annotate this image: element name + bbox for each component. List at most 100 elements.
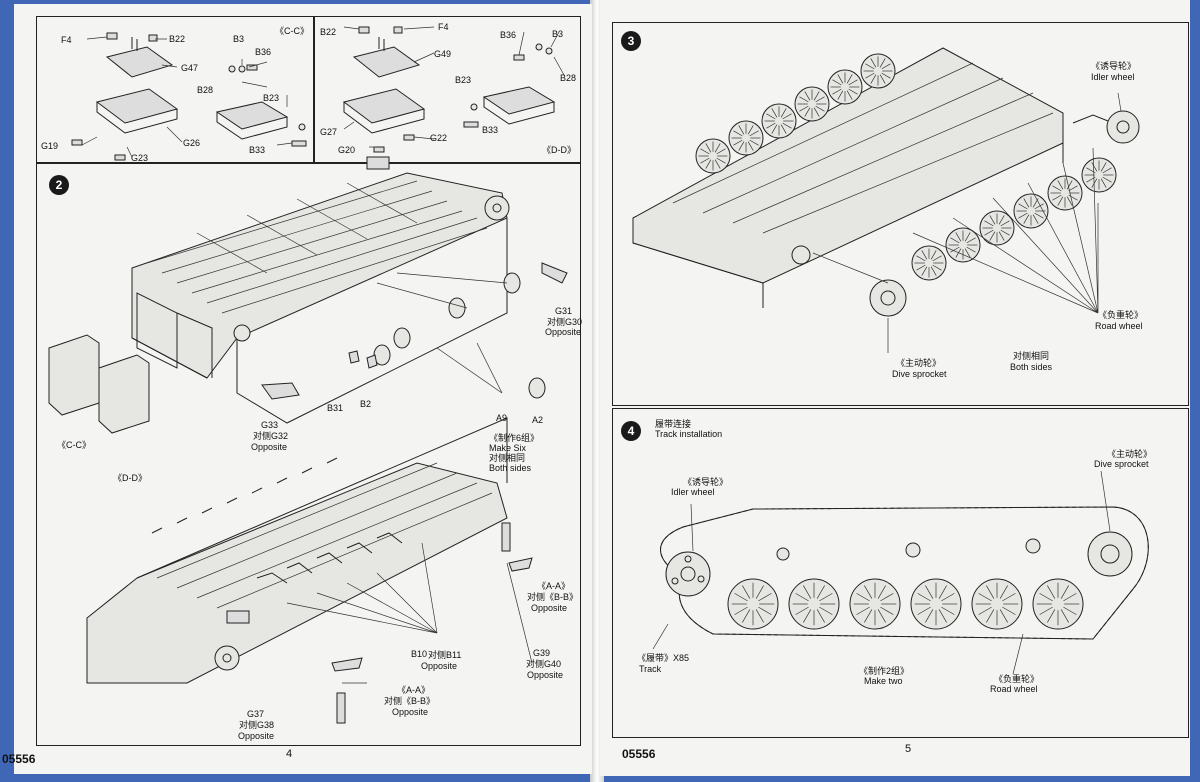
track-road-wheel-spoke	[986, 585, 995, 599]
upper-road-wheel-spoke	[749, 139, 759, 146]
lower-road-wheel-spoke	[1023, 198, 1030, 208]
lower-road-wheel	[979, 210, 1015, 246]
label-section-dd-step2: 《D-D》	[113, 473, 147, 483]
lower-road-wheel-spoke	[1018, 203, 1028, 210]
dd-assembly-drawing	[342, 26, 565, 153]
label-make-two-en: Make two	[864, 676, 903, 686]
upper-road-wheel-spoke	[870, 58, 877, 68]
kit-code-left: 05556	[2, 752, 36, 766]
upper-road-wheel-spoke	[780, 108, 787, 118]
lower-road-wheel-spoke	[950, 237, 960, 244]
label-f4-dd: F4	[438, 22, 449, 32]
label-b36-dd: B36	[500, 30, 517, 40]
track-road-wheel	[849, 578, 901, 630]
track-road-wheel-spoke	[742, 585, 751, 599]
label-b28-dd: B28	[560, 73, 577, 83]
upper-road-wheel-spoke	[771, 124, 778, 134]
label-g31-opposite: 对侧G30	[547, 317, 583, 327]
upper-road-wheel-spoke	[815, 96, 825, 103]
label-b23-dd: B23	[455, 75, 472, 85]
track-road-wheel-spoke	[819, 606, 833, 615]
lower-road-wheel-spoke	[1000, 229, 1010, 236]
upper-road-wheel-spoke	[799, 105, 809, 112]
upper-road-wheel	[761, 103, 797, 139]
track-road-wheel-spoke	[1063, 606, 1077, 615]
label-road-en-step3: Road wheel	[1095, 321, 1143, 331]
lower-road-wheel	[945, 227, 981, 263]
label-make-two-cn: 《制作2组》	[859, 666, 910, 676]
label-sprocket-en-step4: Dive sprocket	[1094, 459, 1149, 469]
track-road-wheel-spoke	[803, 585, 812, 599]
upper-road-wheel	[860, 53, 896, 89]
track-road-wheel-spoke	[941, 593, 955, 602]
label-g47: G47	[181, 63, 199, 73]
label-road-cn-step4: 《负重轮》	[994, 674, 1040, 684]
upper-road-wheel-spoke	[714, 159, 721, 169]
upper-road-wheel-spoke	[879, 58, 886, 68]
lower-road-wheel-spoke	[916, 264, 926, 271]
step-4-title-cn: 履带连接	[655, 419, 692, 429]
track-road-wheel	[971, 578, 1023, 630]
label-a9: A9	[496, 413, 508, 423]
panel-step-2: 2	[36, 156, 583, 746]
label-sprocket-cn-step3: 《主动轮》	[896, 358, 942, 368]
upper-road-wheel-spoke	[705, 143, 712, 153]
upper-road-wheel-spoke	[870, 74, 877, 84]
lower-road-wheel-spoke	[1091, 162, 1098, 172]
lower-road-wheel-spoke	[1102, 176, 1112, 183]
label-b22-dd: B22	[320, 27, 337, 37]
lower-road-wheel-spoke	[932, 264, 942, 271]
label-b10: B10	[411, 649, 428, 659]
upper-road-wheel-spoke	[848, 79, 858, 86]
upper-road-wheel-spoke	[815, 105, 825, 112]
label-b10-opposite: 对侧B11	[428, 650, 462, 660]
label-aa-right-opp: 对侧《B-B》	[527, 592, 579, 602]
upper-road-wheel	[728, 120, 764, 156]
upper-road-wheel-spoke	[881, 63, 891, 70]
lower-road-wheel-spoke	[966, 246, 976, 253]
lower-road-wheel	[1047, 175, 1083, 211]
step-3-badge: 3	[621, 31, 641, 51]
label-b10-opposite-en: Opposite	[421, 661, 458, 671]
track-road-wheel-spoke	[1063, 593, 1077, 602]
track-road-wheel-spoke	[856, 606, 870, 615]
label-aa-bottom: 《A-A》	[397, 685, 431, 695]
label-sprocket-en-step3: Dive sprocket	[892, 369, 947, 379]
upper-road-wheel-spoke	[848, 88, 858, 95]
upper-road-wheel-spoke	[738, 125, 745, 135]
label-aa-right: 《A-A》	[537, 581, 571, 591]
upper-road-wheel-spoke	[837, 74, 844, 84]
track-road-wheel-spoke	[877, 585, 886, 599]
label-g33-opposite: 对侧G32	[253, 431, 289, 441]
track-road-wheel-spoke	[1039, 593, 1053, 602]
lower-road-wheel-spoke	[964, 248, 971, 258]
panel-step-3: 3 《诱导轮》 Idler wheel 《负重轮》 Road wheel 《主动…	[612, 22, 1189, 406]
label-section-cc: 《C-C》	[275, 26, 309, 36]
page-number-left: 4	[286, 748, 293, 760]
track-road-wheel-spoke	[1002, 606, 1016, 615]
track-road-wheel-spoke	[795, 593, 809, 602]
track-road-wheel-spoke	[941, 606, 955, 615]
label-track-cn: 《履带》X85	[637, 653, 690, 663]
upper-road-wheel-spoke	[716, 148, 726, 155]
label-section-cc-step2: 《C-C》	[57, 440, 91, 450]
label-both-sides-cn: 对侧相同	[489, 453, 526, 463]
upper-road-wheel-spoke	[804, 107, 811, 117]
label-g31-opposite-en: Opposite	[545, 327, 582, 337]
label-b33-dd: B33	[482, 125, 499, 135]
label-g37-opposite: 对侧G38	[239, 720, 275, 730]
lower-road-wheel-spoke	[916, 255, 926, 262]
lower-road-wheel-spoke	[1034, 203, 1044, 210]
right-page: 3 《诱导轮》 Idler wheel 《负重轮》 Road wheel 《主动…	[600, 0, 1190, 776]
track-road-wheel-spoke	[1060, 585, 1069, 599]
label-make-six-cn: 《制作6组》	[489, 433, 540, 443]
lower-road-wheel-spoke	[998, 231, 1005, 241]
upper-road-wheel-spoke	[749, 130, 759, 137]
label-b36: B36	[255, 47, 272, 57]
track-road-wheel	[727, 578, 779, 630]
label-both-sides-en: Both sides	[489, 463, 532, 473]
track-road-wheel-spoke	[1039, 606, 1053, 615]
track-road-wheel-spoke	[1047, 585, 1056, 599]
label-g31: G31	[555, 306, 573, 316]
label-g23: G23	[131, 153, 149, 163]
